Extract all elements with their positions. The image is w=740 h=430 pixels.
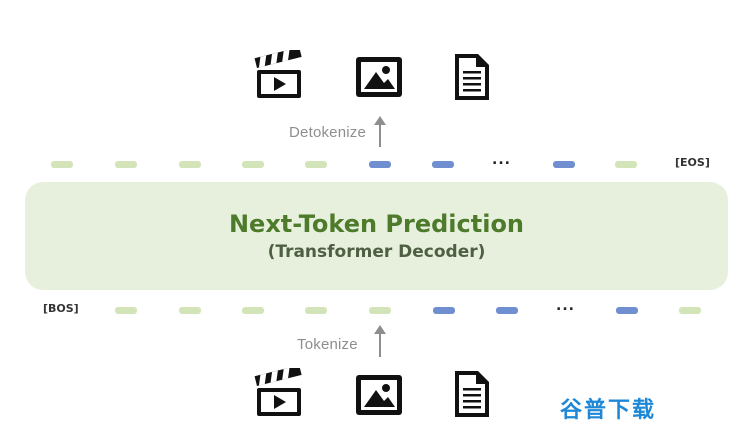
special-token-label: [EOS] (675, 156, 710, 169)
decoder-title: Next-Token Prediction (228, 210, 525, 238)
visual-token (496, 307, 518, 314)
ellipsis-token: ... (492, 152, 511, 168)
bottom-image-icon (354, 373, 404, 417)
text-token (679, 307, 701, 314)
text-token (51, 161, 73, 168)
top-document-icon (452, 52, 492, 102)
visual-token (369, 161, 391, 168)
text-token (115, 307, 137, 314)
visual-token (553, 161, 575, 168)
visual-token (433, 307, 455, 314)
text-token (242, 307, 264, 314)
up-arrow-icon (372, 324, 388, 363)
text-token (115, 161, 137, 168)
text-token (615, 161, 637, 168)
top-image-icon (354, 55, 404, 99)
watermark-logo: 谷普下载 (560, 398, 657, 423)
decoder-subtitle: (Transformer Decoder) (267, 242, 486, 262)
special-token-label: [BOS] (43, 302, 79, 315)
text-token (179, 161, 201, 168)
up-arrow-icon (372, 115, 388, 154)
text-token (305, 161, 327, 168)
visual-token (616, 307, 638, 314)
text-token (369, 307, 391, 314)
text-token (305, 307, 327, 314)
detokenize-label: Detokenize (289, 124, 367, 141)
ellipsis-token: ... (556, 298, 575, 314)
visual-token (432, 161, 454, 168)
transformer-decoder-block: Next-Token Prediction (Transformer Decod… (25, 182, 728, 290)
text-token (242, 161, 264, 168)
bottom-video-icon (253, 368, 305, 418)
top-video-icon (253, 50, 305, 100)
text-token (179, 307, 201, 314)
bottom-document-icon (452, 369, 492, 419)
tokenize-label: Tokenize (297, 336, 358, 353)
